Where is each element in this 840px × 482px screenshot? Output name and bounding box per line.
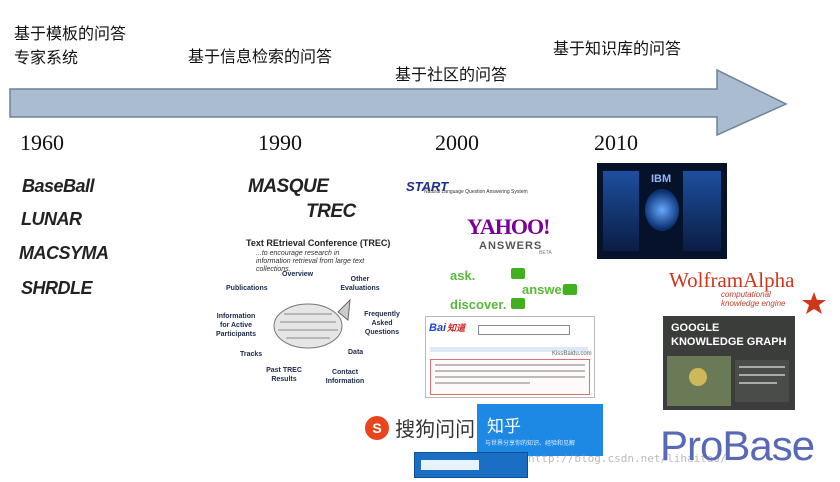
trec-node-info-participants: Information for Active Participants [212,312,260,339]
answer-badge [563,284,577,295]
start-logo: START Natural Language Question Answerin… [406,176,516,196]
yahoo-beta-text: BETA [539,250,552,256]
ask-badge [511,268,525,279]
system-baseball: BaseBall [22,176,94,197]
sogou-icon: S [364,415,390,441]
system-lunar: LUNAR [21,209,82,230]
trec-diagram: Text REtrieval Conference (TREC) ...to e… [212,238,397,388]
probase-logo: ProBase [660,422,814,470]
wolfram-alpha-logo: WolframAlpha computational knowledge eng… [669,268,829,318]
google-knowledge-graph-image: GOOGLE KNOWLEDGE GRAPH [663,316,795,410]
zhihu-name: 知乎 [487,412,521,437]
trec-node-other-evaluations: Other Evaluations [340,275,380,293]
svg-text:S: S [372,420,381,436]
trec-node-tracks: Tracks [240,350,262,359]
zhihu-search-field [421,460,479,470]
trec-title: Text REtrieval Conference (TREC) [246,238,390,248]
discover-text: discover. [450,297,506,312]
baidu-logo: Bai知道 [429,321,465,334]
sogou-wenwen-logo: S 搜狗问问 [364,413,475,442]
era-template-qa: 基于模板的问答 专家系统 [14,22,126,70]
baidu-logo-text: Bai [429,322,446,334]
google-kg-line2: KNOWLEDGE GRAPH [671,336,787,348]
ask-text: ask. [450,268,475,283]
yahoo-answers-logo: YAHOO! ANSWERS BETA [467,214,552,256]
google-kg-line1: GOOGLE [671,322,719,334]
era-ir-qa: 基于信息检索的问答 [188,45,332,69]
system-macsyma: MACSYMA [19,243,109,264]
year-2010: 2010 [594,130,638,156]
era-label-line2: 专家系统 [14,46,126,70]
timeline-arrow [8,68,790,138]
era-label-line1: 基于模板的问答 [14,22,126,46]
google-kg-map [667,356,731,406]
trec-node-faq: Frequently Asked Questions [360,310,404,337]
baidu-answer-box [430,359,590,395]
trec-node-contact: Contact Information [320,368,370,386]
google-kg-info-panel [735,360,789,402]
start-tagline: Natural Language Question Answering Syst… [424,189,528,195]
trec-node-past-results: Past TREC Results [264,366,304,384]
system-trec: TREC [306,201,356,223]
trec-book-pile-icon [262,292,352,352]
baidu-logo-cn: 知道 [447,323,465,333]
baidu-url: KissBaidu.com [552,351,592,357]
baidu-zhidao-screenshot: Bai知道 KissBaidu.com [425,316,595,398]
baidu-search-box [478,325,570,335]
yahoo-logo-text: YAHOO! [467,214,552,240]
watson-avatar-icon [645,189,679,231]
zhihu-search-bar [414,452,528,478]
era-kb-qa: 基于知识库的问答 [553,37,681,61]
zhihu-tagline: 与世界分享你的知识、经验和见解 [485,438,575,447]
system-shrdle: SHRDLE [21,278,92,299]
year-1990: 1990 [258,130,302,156]
trec-node-overview: Overview [282,270,313,279]
year-1960: 1960 [20,130,64,156]
ask-answer-discover: ask. answer. discover. [450,268,590,316]
sogou-name: 搜狗问问 [395,417,475,441]
discover-badge [511,298,525,309]
ibm-logo: IBM [651,173,671,185]
year-2000: 2000 [435,130,479,156]
system-masque: MASQUE [248,176,328,198]
wolfram-star-icon [802,292,826,316]
ibm-watson-photo: IBM [597,163,727,259]
